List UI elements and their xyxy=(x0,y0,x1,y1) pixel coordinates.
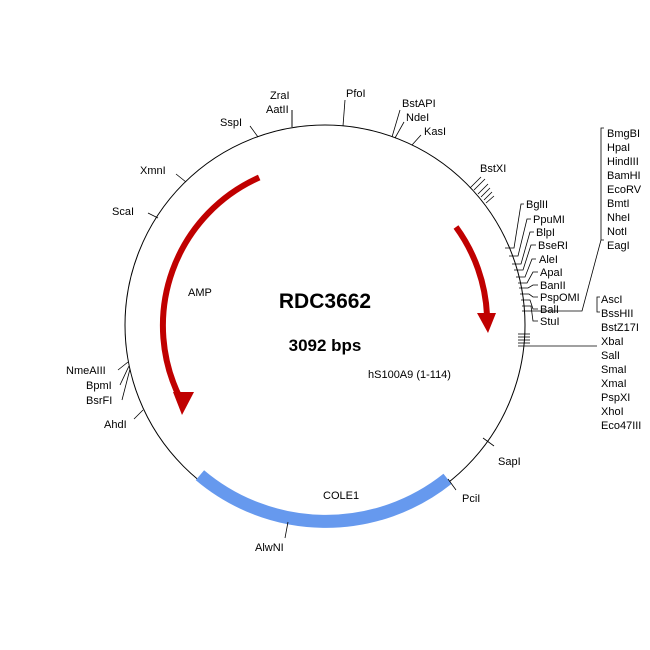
site-label-bali: BalI xyxy=(540,304,559,316)
site-label-scai: ScaI xyxy=(112,206,134,218)
amp-feature-arrowhead xyxy=(173,392,194,415)
site-label-sspi: SspI xyxy=(220,117,242,129)
leader-right-column xyxy=(522,239,602,312)
tick-bsrfi xyxy=(121,368,131,401)
tick-bstxi-6 xyxy=(485,195,495,204)
site-label-xmni: XmnI xyxy=(140,165,166,177)
site-label-stui: StuI xyxy=(540,316,560,328)
tick-ahdi xyxy=(133,409,144,420)
site-label-alei: AleI xyxy=(539,254,558,266)
leader-bseri xyxy=(514,244,536,271)
tick-bstxi-2 xyxy=(469,176,482,189)
leader-bali xyxy=(521,299,538,310)
site-label-bsrfi: BsrFI xyxy=(86,395,112,407)
bracket-right-middle xyxy=(596,296,600,313)
site-label-asci: AscI xyxy=(601,294,622,306)
tick-bstxi xyxy=(473,178,486,191)
feature-label-cole1: COLE1 xyxy=(323,490,359,502)
site-label-smai: SmaI xyxy=(601,364,627,376)
site-label-pspomi: PspOMI xyxy=(540,292,580,304)
site-label-banii: BanII xyxy=(540,280,566,292)
site-label-hpai: HpaI xyxy=(607,142,630,154)
tick-pcii xyxy=(447,478,457,491)
site-label-eco47iii: Eco47III xyxy=(601,420,641,432)
leader-ppumi xyxy=(509,218,531,257)
tick-bstxi-5 xyxy=(483,191,493,201)
site-label-pcii: PciI xyxy=(462,493,480,505)
tick-sspi xyxy=(249,125,259,138)
leader-apai xyxy=(518,271,538,284)
site-label-kasi: KasI xyxy=(424,126,446,138)
tick-bpmi xyxy=(119,365,130,386)
site-label-bamhi: BamHI xyxy=(607,170,641,182)
tick-bstxi-4 xyxy=(480,187,491,198)
leader-banii xyxy=(519,284,538,289)
site-label-xhoi: XhoI xyxy=(601,406,624,418)
hs100a9-feature-arrowhead xyxy=(477,313,496,333)
plasmid-size: 3092 bps xyxy=(289,336,362,355)
feature-label-hs100a9: hS100A9 (1-114) xyxy=(368,369,451,381)
plasmid-backbone xyxy=(124,124,526,526)
tick-xmni xyxy=(175,173,187,183)
site-label-alwni: AlwNI xyxy=(255,542,284,554)
site-label-bseri: BseRI xyxy=(538,240,568,252)
site-label-apai: ApaI xyxy=(540,267,563,279)
site-label-ppumi: PpuMI xyxy=(533,214,565,226)
leader-pspomi xyxy=(520,293,538,298)
site-label-nhei: NheI xyxy=(607,212,630,224)
site-label-bmti: BmtI xyxy=(607,198,630,210)
leader-blpi xyxy=(512,231,534,265)
bracket-right-column xyxy=(600,127,604,241)
tick-sapi xyxy=(482,437,495,447)
site-label-bglii: BglII xyxy=(526,199,548,211)
cole1-feature-band xyxy=(195,470,452,528)
leader-bglii xyxy=(505,203,524,249)
site-label-bsshii: BssHII xyxy=(601,308,633,320)
site-label-zrai: ZraI xyxy=(270,90,290,102)
site-label-hindiii: HindIII xyxy=(607,156,639,168)
amp-feature-arc xyxy=(159,174,261,400)
site-label-bstapi: BstAPI xyxy=(402,98,436,110)
site-label-pfoi: PfoI xyxy=(346,88,366,100)
site-label-noti: NotI xyxy=(607,226,627,238)
site-label-bstz17i: BstZ17I xyxy=(601,322,639,334)
tick-bstapi xyxy=(391,109,401,138)
feature-label-amp: AMP xyxy=(188,287,212,299)
site-label-nmeaiii: NmeAIII xyxy=(66,365,106,377)
tick-pfoi xyxy=(342,99,346,127)
site-label-xmai: XmaI xyxy=(601,378,627,390)
leader-alei xyxy=(516,258,536,278)
site-label-bmgbi: BmgBI xyxy=(607,128,640,140)
site-label-eagi: EagI xyxy=(607,240,630,252)
site-label-xbai: XbaI xyxy=(601,336,624,348)
plasmid-name: RDC3662 xyxy=(279,290,371,313)
hs100a9-feature-arc xyxy=(453,225,490,316)
site-label-blpi: BlpI xyxy=(536,227,555,239)
tick-kasi xyxy=(411,134,422,146)
site-label-aatii: AatII xyxy=(266,104,289,116)
site-label-sapi: SapI xyxy=(498,456,521,468)
site-label-sali: SalI xyxy=(601,350,620,362)
site-label-bstxi: BstXI xyxy=(480,163,506,175)
site-label-bpmi: BpmI xyxy=(86,380,112,392)
tick-nmeaiii xyxy=(117,361,129,371)
site-label-ecorv: EcoRV xyxy=(607,184,642,196)
site-label-ndei: NdeI xyxy=(406,112,429,124)
tick-bstxi-3 xyxy=(477,183,489,195)
site-label-ahdi: AhdI xyxy=(104,419,127,431)
tick-scai xyxy=(147,212,159,219)
leader-stui xyxy=(522,305,538,322)
site-label-pspxi: PspXI xyxy=(601,392,630,404)
tick-alwni xyxy=(284,521,289,539)
tick-ndei xyxy=(394,121,405,139)
